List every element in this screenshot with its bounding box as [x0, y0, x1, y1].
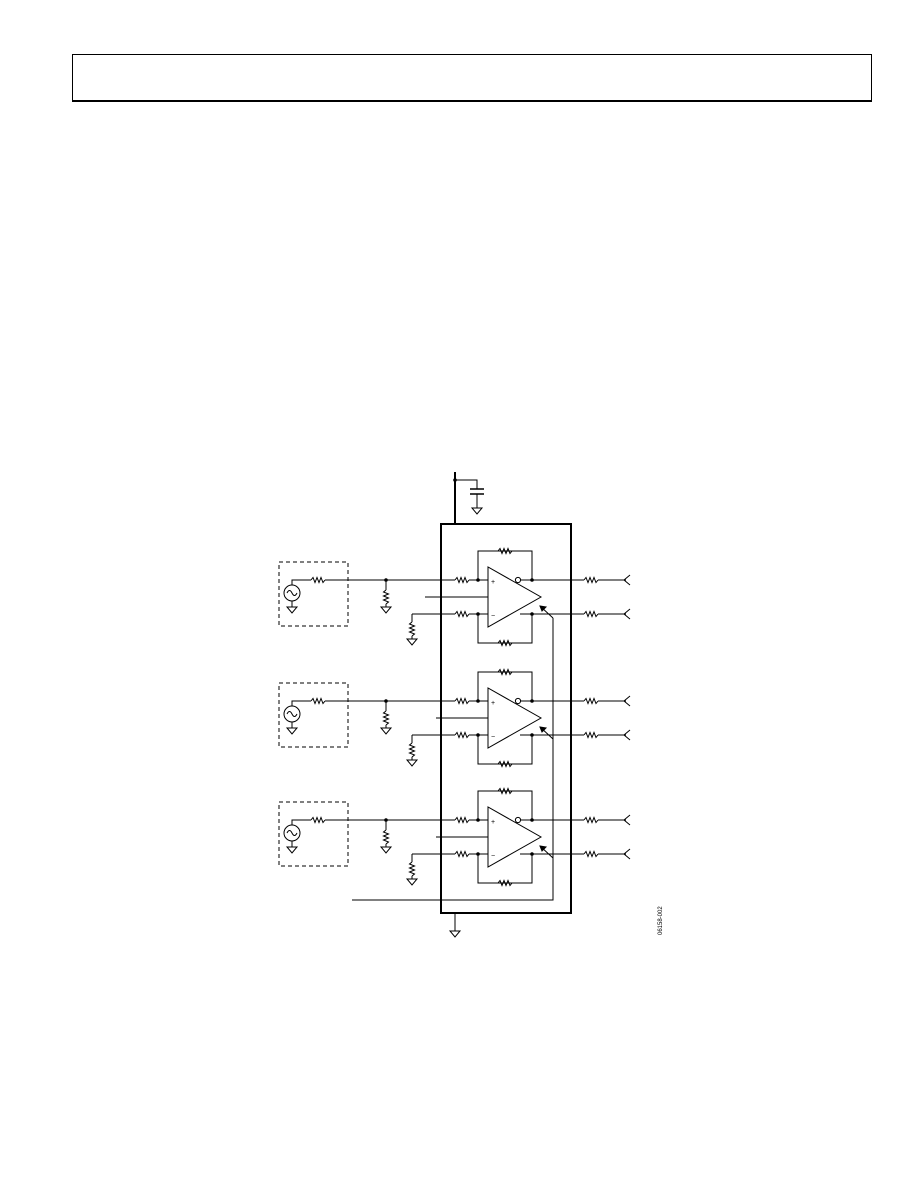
signal-source-box: [278, 801, 349, 867]
channel-2: + −: [278, 669, 631, 767]
control-bus: [352, 618, 554, 901]
minus-label: −: [491, 734, 495, 741]
plus-label: +: [491, 819, 495, 826]
supply-network: [453, 472, 484, 524]
minus-label: −: [491, 613, 495, 620]
plus-label: +: [491, 700, 495, 707]
channel-1: + −: [278, 548, 631, 646]
amplifier-triangle: [487, 806, 543, 868]
channel-3: + −: [278, 788, 631, 886]
minus-label: −: [491, 853, 495, 860]
figure-code: 06158-002: [658, 906, 664, 935]
signal-source-box: [278, 682, 349, 748]
plus-label: +: [491, 579, 495, 586]
header-box: [72, 54, 872, 102]
ic-ground: [449, 913, 461, 938]
signal-source-box: [278, 561, 349, 627]
amplifier-triangle: [487, 566, 543, 628]
amplifier-triangle: [487, 687, 543, 749]
